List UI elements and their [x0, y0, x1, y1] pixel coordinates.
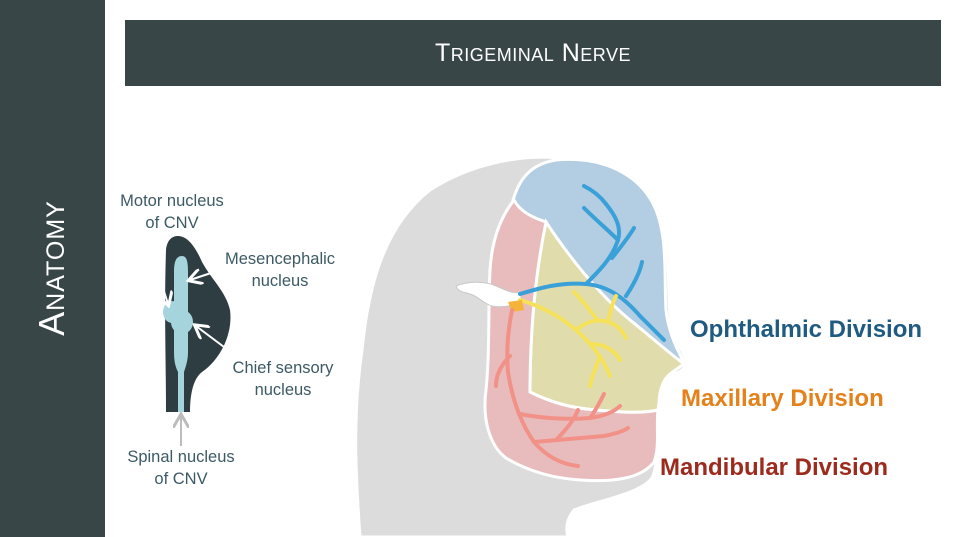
page-title: Trigeminal Nerve — [435, 38, 631, 67]
spinal-nucleus-label-1: Spinal nucleus — [127, 448, 234, 466]
trigeminal-figure: Motor nucleus of CNV Mesencephalic nucle… — [120, 155, 922, 537]
motor-nucleus-label-1: Motor nucleus — [120, 192, 224, 210]
motor-nucleus — [174, 256, 188, 412]
mesencephalic-label-2: nucleus — [252, 272, 309, 290]
mandibular-region — [483, 197, 660, 483]
mandibular-nerve — [494, 308, 630, 468]
ophthalmic-nerve — [518, 184, 666, 342]
chief-sensory-label-2: nucleus — [255, 381, 312, 399]
maxillary-nerve — [518, 290, 628, 388]
mandibular-division-label: Mandibular Division — [660, 454, 888, 481]
chief-arrow — [196, 326, 237, 357]
maxillary-division-label: Maxillary Division — [681, 385, 884, 412]
chief-sensory-label-1: Chief sensory — [233, 359, 335, 377]
sidebar-title: Anatomy — [31, 200, 72, 336]
brainstem-diagram: Motor nucleus of CNV Mesencephalic nucle… — [120, 192, 335, 488]
motor-arrow — [145, 233, 168, 304]
ophthalmic-division-label: Ophthalmic Division — [690, 316, 922, 343]
head-diagram — [354, 155, 688, 537]
spinal-nucleus-label-2: of CNV — [154, 470, 207, 488]
mesencephalic-label-1: Mesencephalic — [225, 250, 335, 268]
motor-nucleus-label-2: of CNV — [145, 214, 198, 232]
sidebar: Anatomy — [0, 0, 105, 537]
title-bar: Trigeminal Nerve — [125, 20, 941, 86]
chief-sensory-nucleus-2 — [171, 310, 193, 334]
trigeminal-root — [455, 281, 523, 308]
mesencephalic-arrow — [190, 267, 227, 280]
